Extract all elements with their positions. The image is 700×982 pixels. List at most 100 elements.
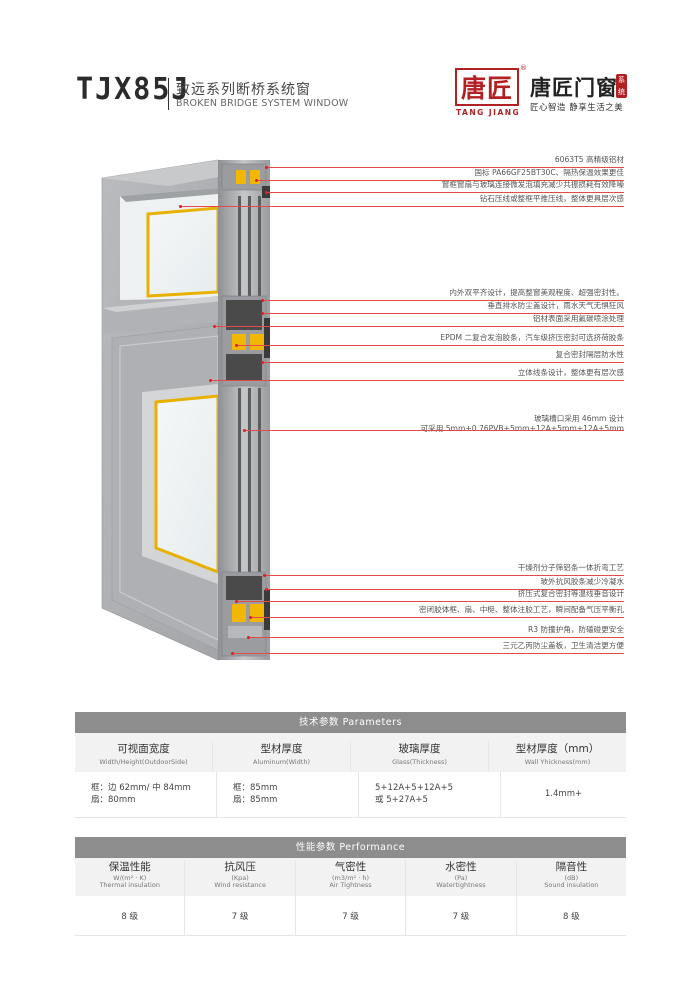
annotation-line-text: 密闭胶体框、扇、中梃、整体注胶工艺，瞬间配备气压平衡孔 xyxy=(418,605,624,614)
perf-label-cn: 水密性 xyxy=(445,861,477,873)
perf-label-cn: 气密性 xyxy=(334,861,367,873)
annotation-dot xyxy=(265,191,268,194)
annotation-text: 三元乙丙防尘盖板，卫生清洁更方便 xyxy=(503,641,625,651)
annotation-text: 立体线条设计，整体更有层次感 xyxy=(518,368,624,378)
annotation-leader-line xyxy=(210,380,624,381)
param-label-en: Glass(Thickness) xyxy=(392,758,447,766)
param-value-line: 或 5+27A+5 xyxy=(375,794,428,805)
annotation-leader-line xyxy=(244,430,624,431)
annotation-line-text: 干燥剂分子筛铝条一体折弯工艺 xyxy=(517,563,624,572)
perf-label-en: Watertightness xyxy=(436,881,486,890)
annotation-dot xyxy=(231,652,234,655)
annotation-line-text: R3 防撞护角，防磕碰更安全 xyxy=(527,625,624,634)
annotation-text: R3 防撞护角，防磕碰更安全 xyxy=(528,625,624,635)
perf-label-unit: (Kpa) xyxy=(231,873,249,882)
annotation-dot xyxy=(261,312,264,315)
annotation-text: 6063T5 高精级铝材 xyxy=(555,155,624,165)
brand-pinyin: TANG JIANG xyxy=(456,108,521,117)
annotation-leader-line xyxy=(262,362,624,363)
perf-label-unit: (dB) xyxy=(564,873,579,882)
annotation-leader-line xyxy=(214,326,624,327)
annotation-line-text: 复合密封隔层防水性 xyxy=(555,350,624,359)
perf-header-cell: 隔音性(dB)Sound insulation xyxy=(515,861,626,896)
annotation-leader-line xyxy=(236,601,624,602)
annotation-dot xyxy=(209,379,212,382)
annotation-text: 钻石压线或整框平推压线，整体更具层次感 xyxy=(480,194,624,204)
annotation-leader-line xyxy=(248,637,624,638)
annotation-dot xyxy=(247,636,250,639)
annotation-line-text: 挤压式复合密封等温线垂音设计 xyxy=(517,589,624,598)
perf-label-en: Wind resistance xyxy=(214,881,266,890)
annotation-leader-line xyxy=(236,345,624,346)
annotation-text: 内外双平齐设计，提高整窗美观程度、超强密封性。 xyxy=(449,288,624,298)
annotation-leader-line xyxy=(262,300,624,301)
annotation-line-text: 可采用 5mm+0.76PVB+5mm+12A+5mm+12A+5mm xyxy=(420,424,624,434)
annotation-leader-line xyxy=(266,167,624,168)
annotation-text: 玻外抗风胶条减少冷凝水 xyxy=(540,577,624,587)
annotation-leader-line xyxy=(180,206,624,207)
perf-value-cell: 8 级 xyxy=(515,896,626,935)
annotation-leader-line xyxy=(266,589,624,590)
param-label-cn: 玻璃厚度 xyxy=(398,743,441,755)
perf-value-cell: 7 级 xyxy=(405,896,515,935)
param-value-line: 扇：85mm xyxy=(233,794,278,805)
brand-seal-text: 唐匠 xyxy=(460,74,513,103)
perf-value-cell: 7 级 xyxy=(184,896,294,935)
registered-mark: ® xyxy=(520,64,527,72)
annotation-leader-line xyxy=(250,617,624,618)
annotation-dot xyxy=(261,299,264,302)
header-divider xyxy=(168,78,169,110)
param-label-en: Wall Yhickness(mm) xyxy=(524,758,591,766)
param-value-line: 5+12A+5+12A+5 xyxy=(375,782,453,793)
perf-label-unit: (m3/m² · h) xyxy=(332,873,370,882)
perf-label-en: Air Tightness xyxy=(329,881,372,890)
annotation-dot xyxy=(265,588,268,591)
param-header-cell: 型材厚度（mm）Wall Yhickness(mm) xyxy=(488,741,626,772)
param-value-line: 框：85mm xyxy=(233,782,278,793)
param-label-cn: 型材厚度 xyxy=(260,743,303,755)
perf-value-cell: 7 级 xyxy=(294,896,405,935)
annotation-leader-line xyxy=(232,653,624,654)
brand-seal-logo: 唐匠 xyxy=(455,68,519,106)
annotation-text: 复合密封隔层防水性 xyxy=(556,350,624,360)
annotation-text: 垂直排水防尘盖设计，雨水天气无惧狂风 xyxy=(487,301,624,311)
annotation-dot xyxy=(179,205,182,208)
annotation-line-text: 三元乙丙防尘盖板，卫生清洁更方便 xyxy=(502,641,625,650)
brand-name: 唐匠门窗 xyxy=(530,76,618,100)
annotation-dot xyxy=(235,344,238,347)
annotation-line-text: 6063T5 高精级铝材 xyxy=(554,155,624,164)
performance-title: 性能参数 Performance xyxy=(75,837,626,858)
annotation-text: 国标 PA66GF25BT30C、隔热保温效果更佳 xyxy=(474,168,624,178)
annotation-text: 密闭胶体框、扇、中梃、整体注胶工艺，瞬间配备气压平衡孔 xyxy=(419,605,624,615)
annotation-dot xyxy=(249,616,252,619)
annotation-text: 铝材表面采用氟碳喷涂处理 xyxy=(533,314,624,324)
annotation-leader-line xyxy=(256,180,624,181)
param-value-line: 1.4mm+ xyxy=(544,788,583,799)
perf-value-cell: 8 级 xyxy=(121,911,139,922)
perf-header-cell: 气密性(m3/m² · h)Air Tightness xyxy=(294,861,405,896)
annotation-line-text: 玻璃槽口采用 46mm 设计 xyxy=(533,414,624,423)
model-number: TJX85J xyxy=(76,72,191,107)
param-value-cell: 1.4mm+ xyxy=(500,772,626,817)
performance-value-row: 8 级 7 级 7 级 7 级 8 级 xyxy=(75,896,626,936)
annotation-dot xyxy=(213,325,216,328)
parameters-title: 技术参数 Parameters xyxy=(75,712,626,733)
annotation-line-text: 内外双平齐设计，提高整窗美观程度、超强密封性。 xyxy=(449,288,624,297)
annotation-dot xyxy=(261,361,264,364)
annotation-line-text: 钻石压线或整框平推压线，整体更具层次感 xyxy=(479,194,624,203)
annotation-leader-line xyxy=(264,575,624,576)
annotation-text: EPDM 二复合发泡胶条，汽车级挤压密封可选挤荷胶条 xyxy=(440,333,624,343)
perf-label-cn: 保温性能 xyxy=(108,861,151,873)
perf-header-cell: 水密性(Pa)Watertightness xyxy=(405,861,515,896)
annotation-line-text: 玻外抗风胶条减少冷凝水 xyxy=(540,577,624,586)
series-title-en: BROKEN BRIDGE SYSTEM WINDOW xyxy=(176,98,349,109)
